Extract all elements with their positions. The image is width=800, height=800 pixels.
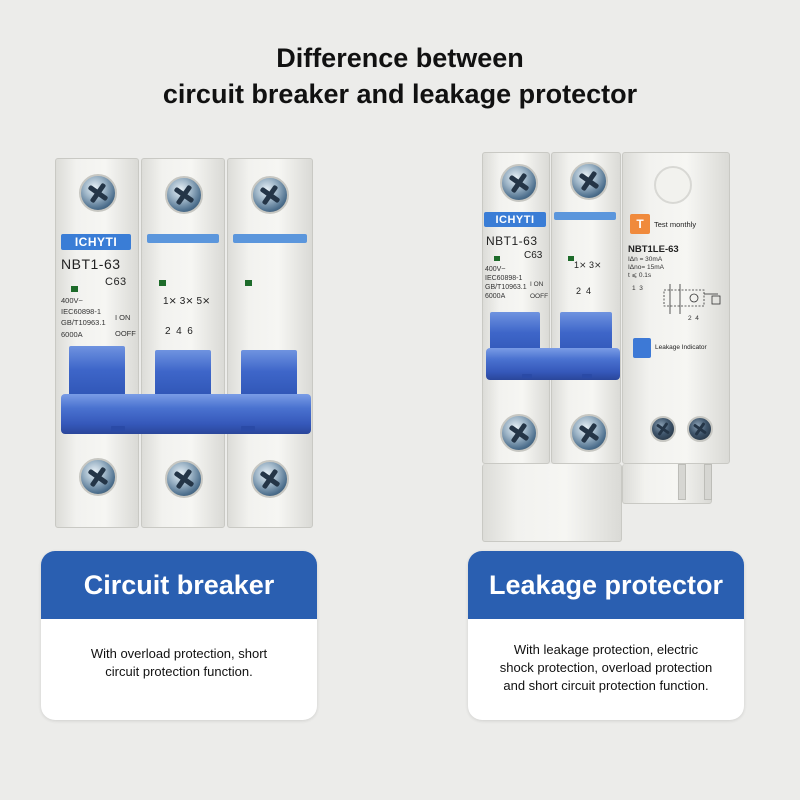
pole-1 — [482, 152, 550, 464]
screw-icon — [650, 416, 676, 442]
status-indicator — [71, 286, 78, 292]
status-indicator — [494, 256, 500, 261]
rcd-lower-housing — [482, 464, 622, 542]
screw-icon — [251, 176, 289, 214]
card-heading-text: Leakage protector — [488, 569, 724, 600]
description-line: and short circuit protection function. — [503, 678, 709, 693]
screw-icon — [500, 414, 538, 452]
capacity-label: 6000A — [485, 293, 506, 300]
rcd-spec-2: IΔno= 15mA — [628, 264, 664, 271]
circuit-breaker-image: ICHYTI NBT1-63 C63 400V~ IEC60898-1 GB/T… — [55, 158, 315, 528]
screw-icon — [687, 416, 713, 442]
voltage-label: 400V~ — [485, 266, 506, 273]
rcd-spec-1: IΔn = 30mA — [628, 256, 663, 263]
screw-icon — [570, 414, 608, 452]
status-indicator — [245, 280, 252, 286]
off-label: OOFF — [115, 329, 136, 338]
page-title: Difference between circuit breaker and l… — [0, 40, 800, 112]
screw-icon — [500, 164, 538, 202]
capacity-label: 6000A — [61, 330, 83, 339]
test-monthly-label: Test monthly — [654, 220, 697, 229]
circuit-breaker-heading: Circuit breaker — [41, 551, 317, 619]
rcd-model-label: NBT1LE-63 — [628, 244, 679, 255]
handle-tie-bar — [61, 394, 311, 434]
standard-label-1: IEC60898-1 — [485, 275, 523, 282]
toggle-handle — [241, 350, 297, 398]
terminal-markings-top: 1⨯ 3⨯ 5⨯ — [163, 296, 211, 307]
standard-label-2: GB/T10963.1 — [61, 318, 106, 327]
pole-3 — [227, 158, 313, 528]
label-strip — [554, 212, 616, 220]
screw-icon — [165, 176, 203, 214]
toggle-handle — [69, 346, 125, 398]
description-line: shock protection, overload protection — [499, 660, 713, 675]
screw-icon — [570, 162, 608, 200]
terminal-markings-bottom: 2 4 — [576, 286, 592, 296]
rcd-terminal-bottom: 2 4 — [688, 315, 699, 322]
description-line: With leakage protection, electric — [513, 642, 699, 657]
terminal-markings-bottom: 2 4 6 — [165, 326, 193, 337]
brand-logo: ICHYTI — [484, 212, 546, 227]
bar-notch — [241, 426, 255, 431]
rcd-tail — [622, 464, 712, 504]
brand-text: ICHYTI — [74, 235, 118, 249]
voltage-label: 400V~ — [61, 296, 83, 305]
bar-notch — [522, 374, 532, 378]
label-strip — [233, 234, 307, 243]
description-line: With overload protection, short — [90, 646, 268, 661]
circuit-breaker-card: Circuit breaker With overload protection… — [41, 551, 317, 720]
description-line: circuit protection function. — [105, 664, 253, 679]
terminal-prong — [704, 464, 712, 500]
model-label: NBT1-63 — [486, 234, 538, 248]
screw-icon — [79, 458, 117, 496]
rcd-spec-3: t ⩽ 0.1s — [628, 272, 652, 279]
leakage-protector-image: ICHYTI NBT1-63 C63 400V~ IEC60898-1 GB/T… — [482, 152, 732, 542]
test-button: T — [630, 214, 650, 234]
screw-icon — [165, 460, 203, 498]
off-label: OOFF — [530, 293, 549, 300]
pole-2 — [551, 152, 621, 464]
terminal-prong — [678, 464, 686, 500]
on-label: I ON — [115, 313, 131, 322]
wiring-diagram-icon — [663, 284, 721, 314]
leakage-protector-description: With leakage protection, electric shock … — [468, 619, 744, 695]
bar-notch — [582, 374, 592, 378]
terminal-markings-top: 1⨯ 3⨯ — [574, 260, 602, 270]
standard-label-2: GB/T10963.1 — [485, 284, 527, 291]
brand-text: ICHYTI — [495, 213, 535, 226]
handle-tie-bar — [486, 348, 620, 380]
status-indicator — [568, 256, 574, 261]
label-strip — [147, 234, 219, 243]
circuit-breaker-description: With overload protection, short circuit … — [41, 619, 317, 681]
leakage-indicator-label: Leakage Indicator — [655, 344, 707, 351]
card-heading-text: Circuit breaker — [83, 569, 275, 600]
test-button-label: T — [636, 217, 644, 231]
model-label: NBT1-63 — [61, 256, 121, 272]
status-indicator — [159, 280, 166, 286]
leakage-indicator — [633, 338, 651, 358]
title-line-2: circuit breaker and leakage protector — [162, 79, 638, 109]
standard-label-1: IEC60898-1 — [61, 307, 102, 316]
toggle-handle — [155, 350, 211, 398]
bar-notch — [111, 426, 125, 431]
rcd-terminal-top: 1 3 — [632, 285, 643, 292]
brand-logo: ICHYTI — [61, 234, 131, 250]
rcd-module — [622, 152, 730, 464]
leakage-protector-heading: Leakage protector — [468, 551, 744, 619]
on-label: I ON — [530, 281, 544, 288]
title-line-1: Difference between — [276, 43, 524, 73]
knockout-circle — [654, 166, 692, 204]
rating-label: C63 — [105, 276, 127, 288]
screw-icon — [79, 174, 117, 212]
screw-icon — [251, 460, 289, 498]
leakage-protector-card: Leakage protector With leakage protectio… — [468, 551, 744, 720]
rating-label: C63 — [524, 250, 543, 261]
